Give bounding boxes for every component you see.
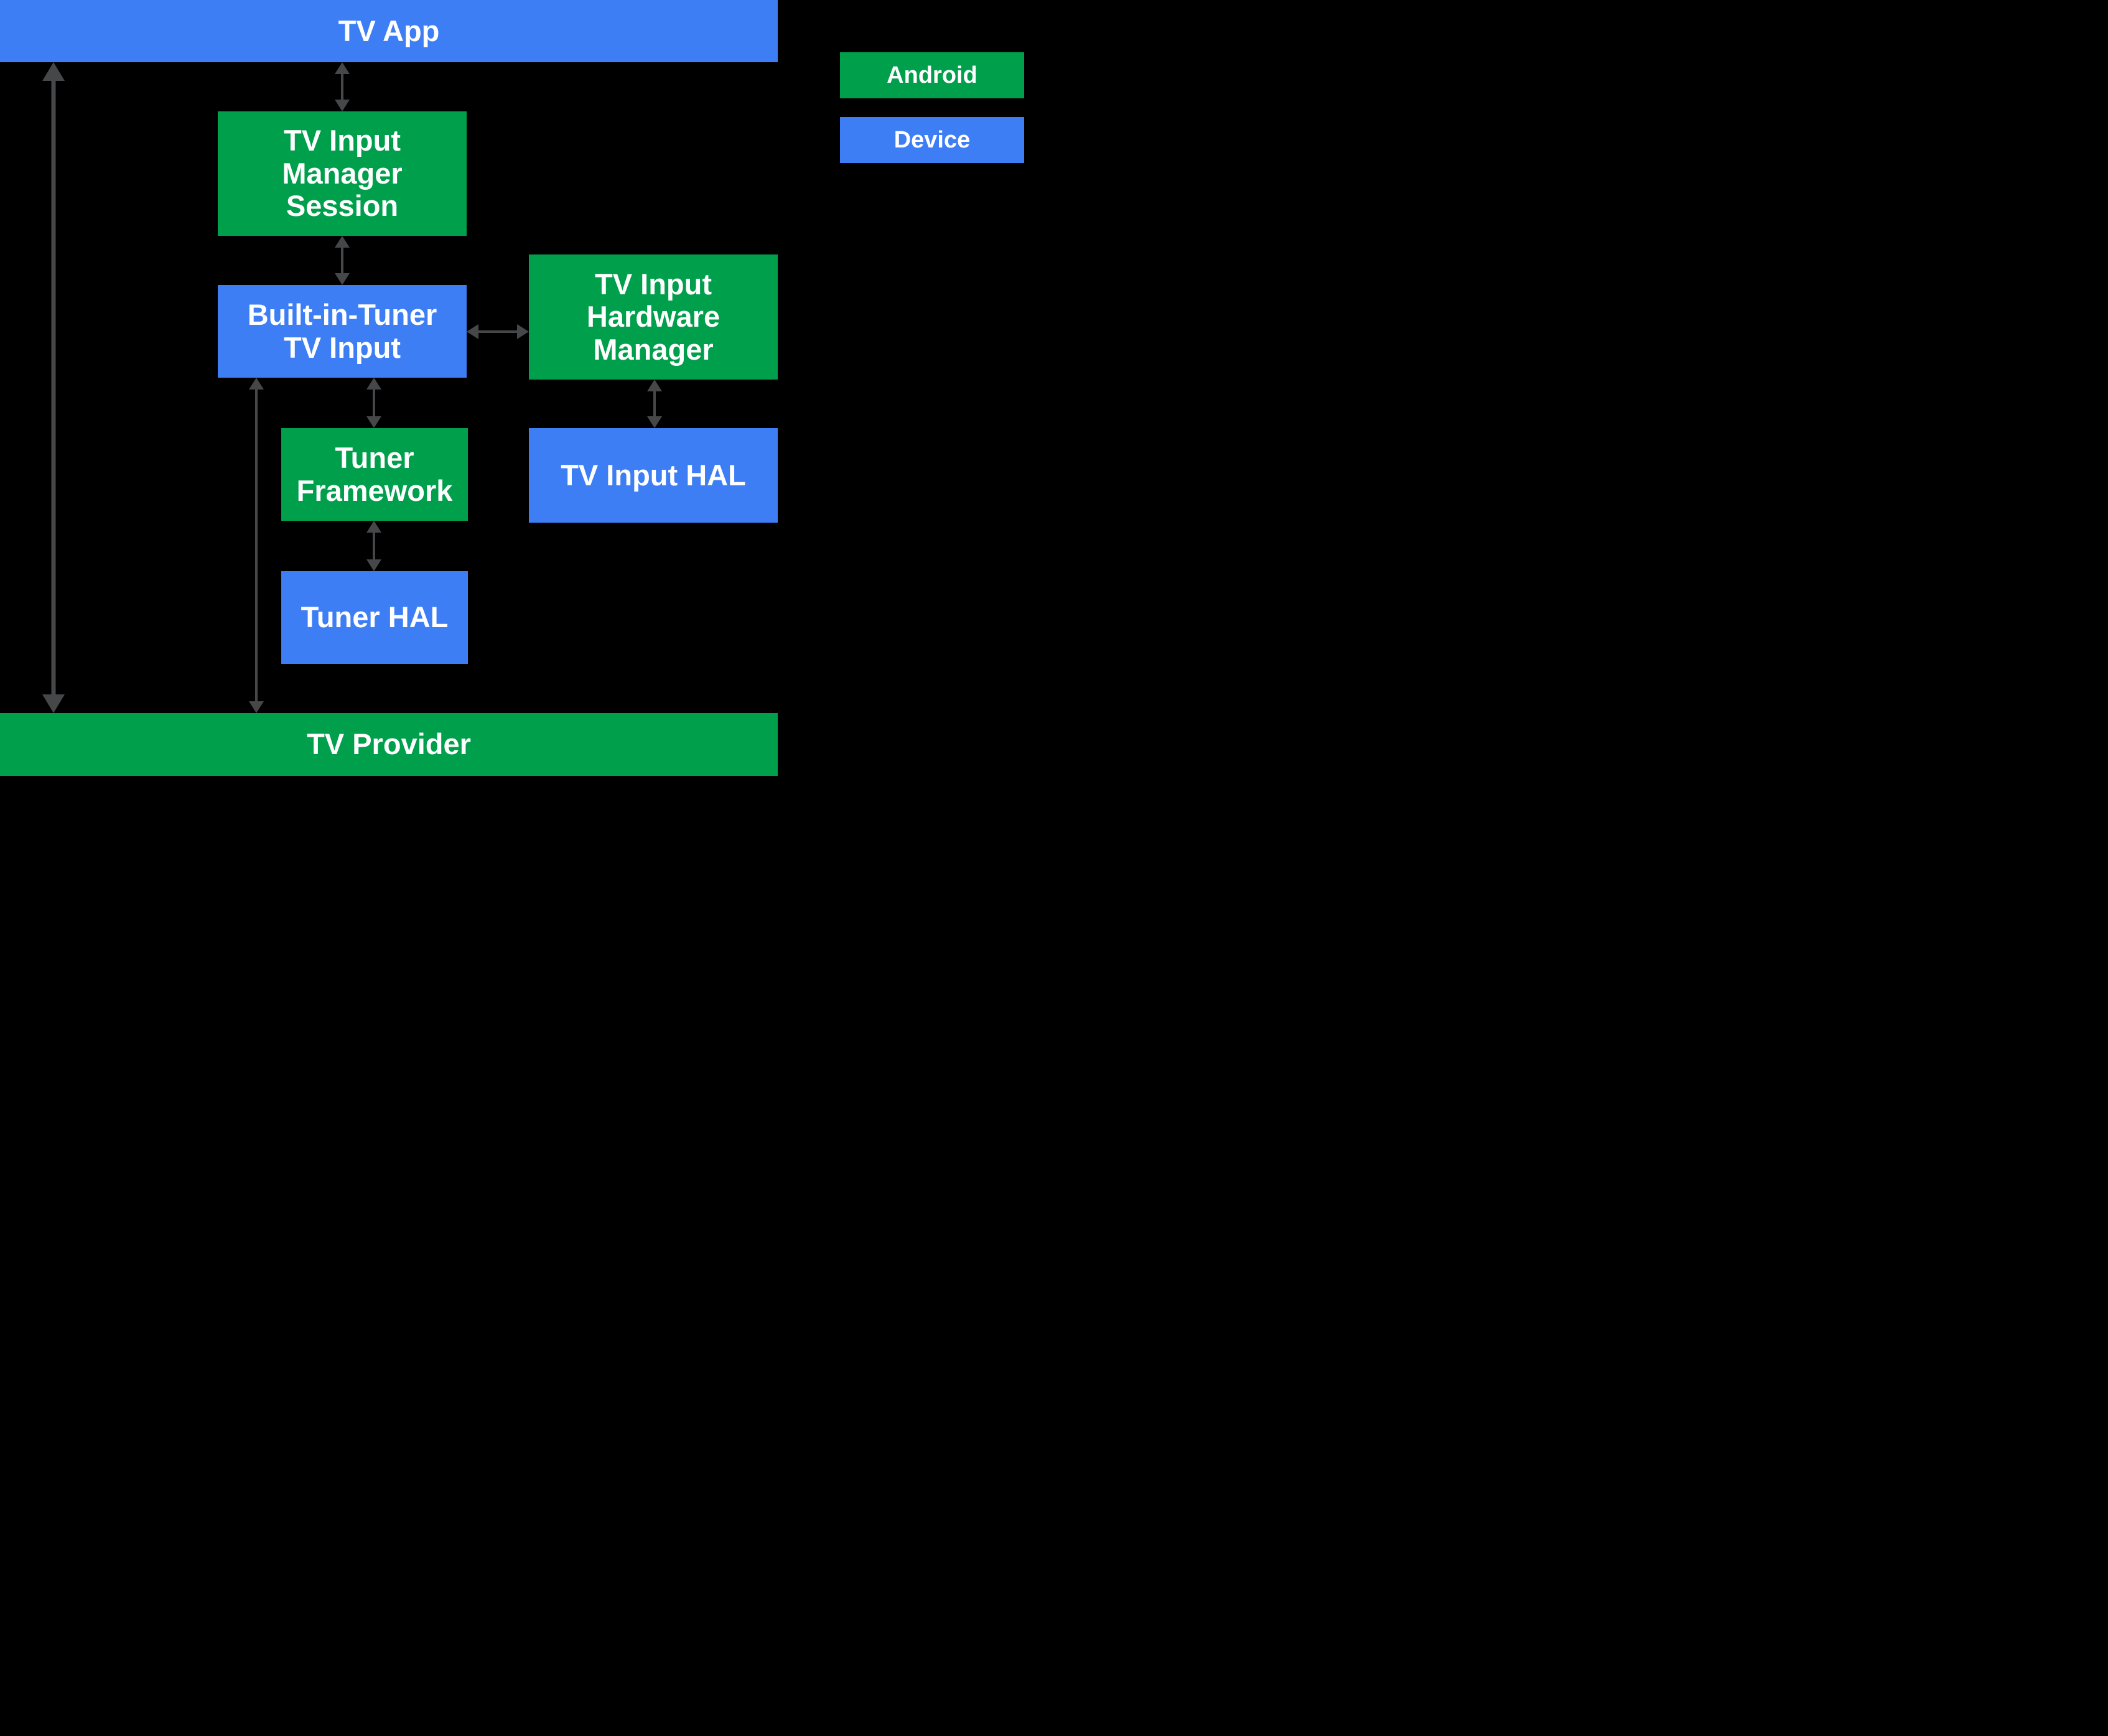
arrowhead-down-icon <box>42 694 65 713</box>
arrowhead-down-icon <box>335 100 350 111</box>
arrow-shaft <box>255 387 258 704</box>
arrow-built-in-tuner-tv-input-hardware-manager <box>467 324 529 339</box>
arrow-tv-app-tv-provider <box>42 62 65 713</box>
arrowhead-up-icon <box>366 378 381 390</box>
arrow-shaft <box>373 387 375 419</box>
tv-app-box: TV App <box>0 0 778 62</box>
tuner-hal-box: Tuner HAL <box>281 571 468 664</box>
arrow-shaft <box>373 530 375 562</box>
arrow-built-in-tuner-tv-provider <box>249 378 264 713</box>
arrowhead-up-icon <box>647 380 662 391</box>
tv-input-manager-session-box: TV Input Manager Session <box>218 111 467 236</box>
legend-device-box: Device <box>840 117 1024 163</box>
arrowhead-up-icon <box>366 521 381 533</box>
arrow-tv-app-tv-input-manager-session <box>335 62 350 111</box>
arrowhead-left-icon <box>467 324 478 339</box>
arrowhead-down-icon <box>366 416 381 428</box>
built-in-tuner-tv-input-box: Built-in-Tuner TV Input <box>218 285 467 378</box>
arrow-tv-input-hardware-manager-tv-input-hal <box>647 380 662 428</box>
arrowhead-down-icon <box>249 701 264 713</box>
arrow-shaft <box>341 245 343 276</box>
arrow-shaft <box>51 77 56 698</box>
architecture-diagram: TV App TV Input Manager Session TV Input… <box>0 0 1054 868</box>
arrowhead-right-icon <box>517 324 529 339</box>
arrowhead-up-icon <box>335 236 350 248</box>
tv-input-hal-box: TV Input HAL <box>529 428 778 523</box>
arrow-tuner-framework-tuner-hal <box>366 521 381 571</box>
arrowhead-up-icon <box>335 62 350 74</box>
arrow-shaft <box>476 330 520 333</box>
tv-input-hardware-manager-box: TV Input Hardware Manager <box>529 254 778 380</box>
arrowhead-down-icon <box>647 416 662 428</box>
arrowhead-up-icon <box>249 378 264 390</box>
tuner-framework-box: Tuner Framework <box>281 428 468 521</box>
arrow-tv-input-manager-session-built-in-tuner <box>335 236 350 285</box>
arrow-shaft <box>653 389 656 419</box>
legend-android-box: Android <box>840 52 1024 98</box>
arrow-built-in-tuner-tuner-framework <box>366 378 381 428</box>
arrowhead-down-icon <box>366 559 381 571</box>
arrow-shaft <box>341 72 343 102</box>
arrowhead-down-icon <box>335 273 350 285</box>
tv-provider-box: TV Provider <box>0 713 778 776</box>
